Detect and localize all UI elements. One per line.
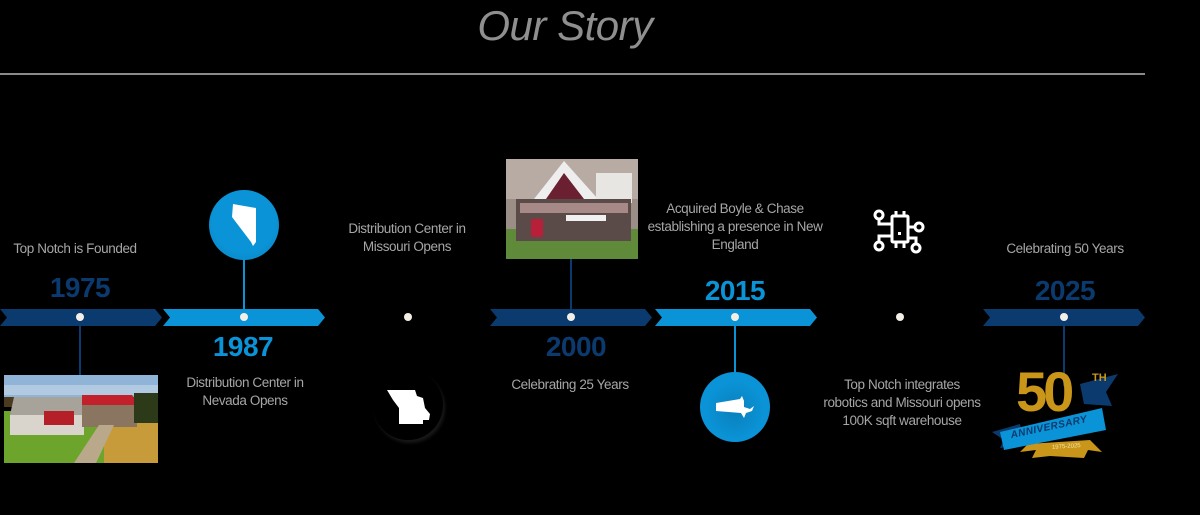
badge-suffix: TH: [1092, 372, 1107, 384]
badge-number: 50: [1016, 360, 1074, 423]
group-photo: [506, 159, 638, 259]
timeline-year: 2025: [1034, 275, 1096, 306]
timeline-dot: [1060, 313, 1068, 321]
timeline-description: Celebrating 50 Years: [1006, 241, 1124, 256]
massachusetts-circle: [700, 372, 770, 442]
massachusetts-state-icon: [716, 396, 754, 418]
timeline-connector: [79, 326, 81, 376]
timeline-connector: [734, 326, 736, 374]
circuit-chip-icon: [873, 209, 925, 254]
timeline-dot: [567, 313, 575, 321]
timeline-description: Distribution Center in Nevada Opens: [186, 375, 304, 408]
page-title: Our Story: [477, 2, 653, 49]
timeline-year: 1975: [49, 272, 111, 303]
nevada-state-icon: [232, 204, 256, 246]
nevada-circle: [209, 190, 279, 260]
timeline-dot: [404, 313, 412, 321]
timeline-connector: [1063, 326, 1065, 386]
timeline-description: Celebrating 25 Years: [511, 377, 629, 392]
timeline-description: Top Notch is Founded: [13, 241, 137, 256]
farm-photo: [4, 375, 158, 463]
timeline-connector: [570, 259, 572, 311]
timeline-description: Distribution Center in Missouri Opens: [348, 221, 466, 254]
timeline-dot: [76, 313, 84, 321]
timeline-year: 2015: [704, 275, 766, 306]
missouri-state-icon: [387, 390, 430, 424]
timeline-year: 2000: [545, 331, 607, 362]
title-divider: [0, 73, 1145, 75]
timeline-description: Top Notch integrates robotics and Missou…: [823, 377, 981, 428]
timeline-dot: [896, 313, 904, 321]
timeline-year: 1987: [212, 331, 274, 362]
timeline-dot: [731, 313, 739, 321]
50th-anniversary-badge: 50 TH ANNIVERSARY 1975-2025: [990, 360, 1120, 460]
timeline-connector: [243, 258, 245, 313]
timeline-dot: [240, 313, 248, 321]
timeline-description: Acquired Boyle & Chase establishing a pr…: [647, 201, 823, 252]
